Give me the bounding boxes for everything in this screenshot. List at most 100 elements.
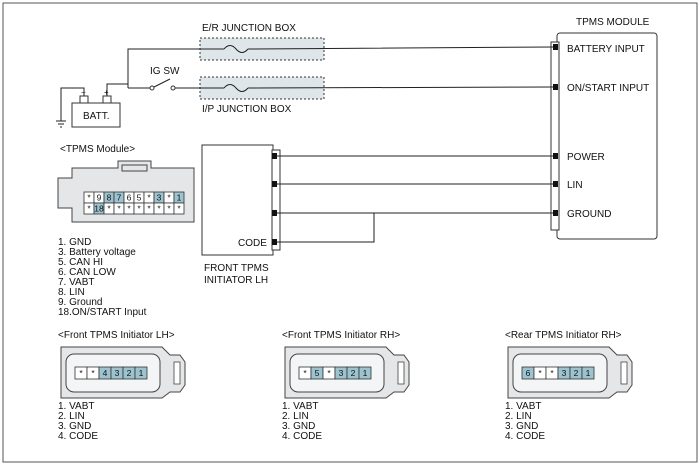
battery-input-wire [127,46,554,84]
on-start-input-wire [175,86,554,89]
initiator-pin-label: 2 [574,368,579,378]
tpms-pin-label: 3 [157,193,162,203]
er-fuse-icon [223,45,249,53]
initiator-legend-item: 2. LIN [282,411,309,422]
ig-sw-label: IG SW [150,66,180,77]
tpms-legend-item: 7. VABT [58,277,95,288]
er-junction-label: E/R JUNCTION BOX [202,23,296,34]
initiator-latch [173,361,181,385]
initiator-pin-label: * [91,368,95,378]
front-initiator-lh-box [201,144,274,256]
initiator-pin-label: * [538,368,542,378]
tpms-pin-label: * [167,193,171,203]
initiator-terminal-2 [272,181,277,187]
initiator-legend-item: 4. CODE [505,431,545,442]
tpms-pin-label: 6 [127,193,132,203]
initiator-pin-cell [358,366,372,380]
power-terminal [553,153,558,159]
initiator-title: <Rear TPMS Initiator RH> [505,330,622,341]
tpms-connector-title: <TPMS Module> [60,144,135,155]
lin-label: LIN [567,180,583,191]
battery-neg-post [79,95,89,104]
initiator-pin-label: * [550,368,554,378]
ig-switch-contact-right [170,85,176,91]
tpms-legend-item: 6. CAN LOW [58,267,116,278]
tpms-legend-item: 3. Battery voltage [58,247,136,258]
battery-pos-post [102,95,112,104]
tpms-legend-item: 5. CAN HI [58,257,103,268]
tpms-pin-label: 9 [97,193,102,203]
initiator-legend-item: 4. CODE [282,431,322,442]
initiator-pin-label: * [327,368,331,378]
initiator-latch [397,361,405,385]
initiator-terminal-3 [272,210,277,216]
ip-fuse-icon [223,84,249,92]
ig-switch-contact-left [149,85,155,91]
initiator-legend-item: 3. GND [505,421,538,432]
battery-box [71,102,121,128]
initiator-pin-label: 3 [339,368,344,378]
initiator-legend-item: 3. GND [282,421,315,432]
tpms-module-connector-strip [550,41,560,231]
battery-input-label: BATTERY INPUT [567,44,645,55]
lin-terminal [553,181,558,187]
battery-label: BATT. [83,111,109,122]
initiator-pin-label: 1 [363,368,368,378]
ground-terminal [553,210,558,216]
initiator-pin-label: 3 [562,368,567,378]
battery-ground-wire [60,87,85,121]
code-wire [277,213,375,243]
tpms-pin-label: * [147,204,151,214]
ip-junction-label: I/P JUNCTION BOX [202,104,292,115]
battery-positive-wire [106,83,129,96]
ground-symbol-icon [56,120,66,128]
initiator-legend-item: 2. LIN [58,411,85,422]
initiator-pin-label: * [303,368,307,378]
initiator-title: <Front TPMS Initiator LH> [58,330,175,341]
tpms-pin-label: * [147,193,151,203]
initiator-pin-cell [581,366,595,380]
initiator-legend-item: 1. VABT [505,401,542,412]
tpms-pin-label: 8 [107,193,112,203]
tpms-pin-label: 1 [177,193,182,203]
ground-label: GROUND [567,209,611,220]
tpms-pin-label: 7 [117,193,122,203]
initiator-terminal-1 [272,153,277,159]
initiator-label-line2: INITIATOR LH [204,275,268,286]
tpms-pin-label: * [87,204,91,214]
initiator-legend-item: 1. VABT [58,401,95,412]
initiator-pin-label: 1 [586,368,591,378]
tpms-pin-label: * [117,204,121,214]
initiator-legend-item: 4. CODE [58,431,98,442]
initiator-pin-label: 4 [103,368,108,378]
tpms-pin-label: * [87,193,91,203]
on-start-input-terminal [553,84,558,90]
initiator-title: <Front TPMS Initiator RH> [282,330,400,341]
tpms-pin-label: * [137,204,141,214]
initiator-pin-label: 5 [315,368,320,378]
initiator-pin-label: * [79,368,83,378]
tpms-pin-label: * [107,204,111,214]
code-label: CODE [238,238,267,249]
tpms-pin-cell [173,202,185,215]
tpms-legend-item: 9. Ground [58,297,102,308]
tpms-pin-label: * [157,204,161,214]
initiator-pin-label: 1 [139,368,144,378]
tpms-pin-label: * [177,204,181,214]
ig-switch-blade [153,78,171,88]
tpms-legend-item: 1. GND [58,237,91,248]
initiator-legend-item: 3. GND [58,421,91,432]
tpms-connector-latch [121,164,148,172]
tpms-pin-label: 5 [137,193,142,203]
initiator-legend-item: 2. LIN [505,411,532,422]
initiator-terminal-4 [272,239,277,245]
initiator-label-line1: FRONT TPMS [204,263,269,274]
initiator-latch [620,361,628,385]
